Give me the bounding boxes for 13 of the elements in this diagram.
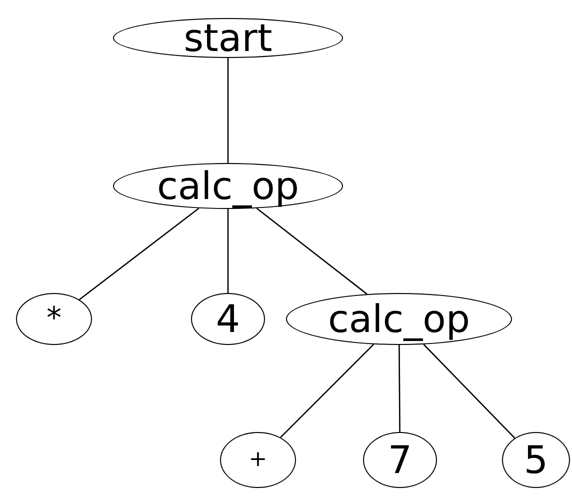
- node-label: 4: [216, 300, 240, 338]
- tree-edge: [256, 208, 368, 295]
- tree-edge: [78, 208, 200, 300]
- node-label: 7: [388, 441, 412, 479]
- node-label: +: [248, 449, 268, 471]
- node-label: start: [184, 19, 272, 57]
- node-label: *: [46, 304, 62, 334]
- tree-edge: [423, 344, 516, 439]
- tree-edge: [227, 209, 229, 293]
- tree-edge: [398, 345, 400, 432]
- tree-edge: [227, 58, 229, 163]
- node-label: 5: [524, 441, 548, 479]
- tree-edge: [280, 344, 374, 438]
